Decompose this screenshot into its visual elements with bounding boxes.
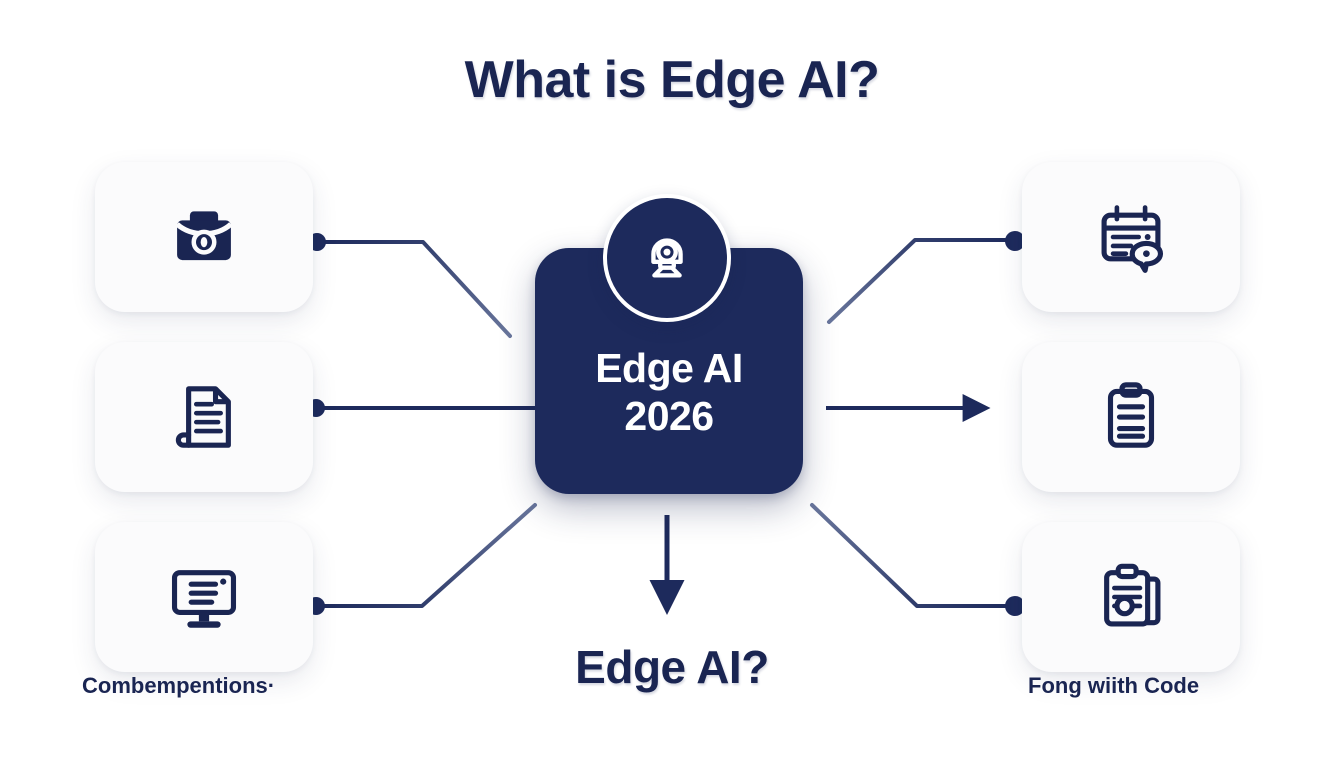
node-card-right-bottom[interactable] xyxy=(1022,522,1240,672)
node-card-left-top[interactable] xyxy=(95,162,313,312)
clipboard-stack-icon xyxy=(1090,556,1172,638)
monitor-text-icon xyxy=(163,556,245,638)
label-left-bottom: Combempentions· xyxy=(82,673,276,698)
node-card-left-middle[interactable] xyxy=(95,342,313,492)
hub-label-line2: 2026 xyxy=(624,393,714,440)
calendar-note-chat-icon xyxy=(1090,196,1172,278)
node-card-right-middle[interactable] xyxy=(1022,342,1240,492)
connector-left-top xyxy=(315,240,512,338)
webcam-icon xyxy=(636,225,698,292)
connector-right-bottom xyxy=(810,503,1012,608)
page-title: What is Edge AI? xyxy=(464,51,880,109)
document-lines-icon xyxy=(163,376,245,458)
hub-label-line1: Edge AI xyxy=(595,345,743,391)
connector-right-top xyxy=(827,238,1014,324)
connector-left-bottom xyxy=(314,503,537,608)
node-card-left-bottom[interactable] xyxy=(95,522,313,672)
briefcase-camera-icon xyxy=(163,196,245,278)
hub-badge xyxy=(603,194,731,322)
bottom-caption: Edge AI? xyxy=(575,641,769,693)
clipboard-lines-icon xyxy=(1090,376,1172,458)
node-card-right-top[interactable] xyxy=(1022,162,1240,312)
hub-label: Edge AI 2026 xyxy=(535,344,803,441)
label-right-bottom: Fong wiith Code xyxy=(1028,673,1200,698)
